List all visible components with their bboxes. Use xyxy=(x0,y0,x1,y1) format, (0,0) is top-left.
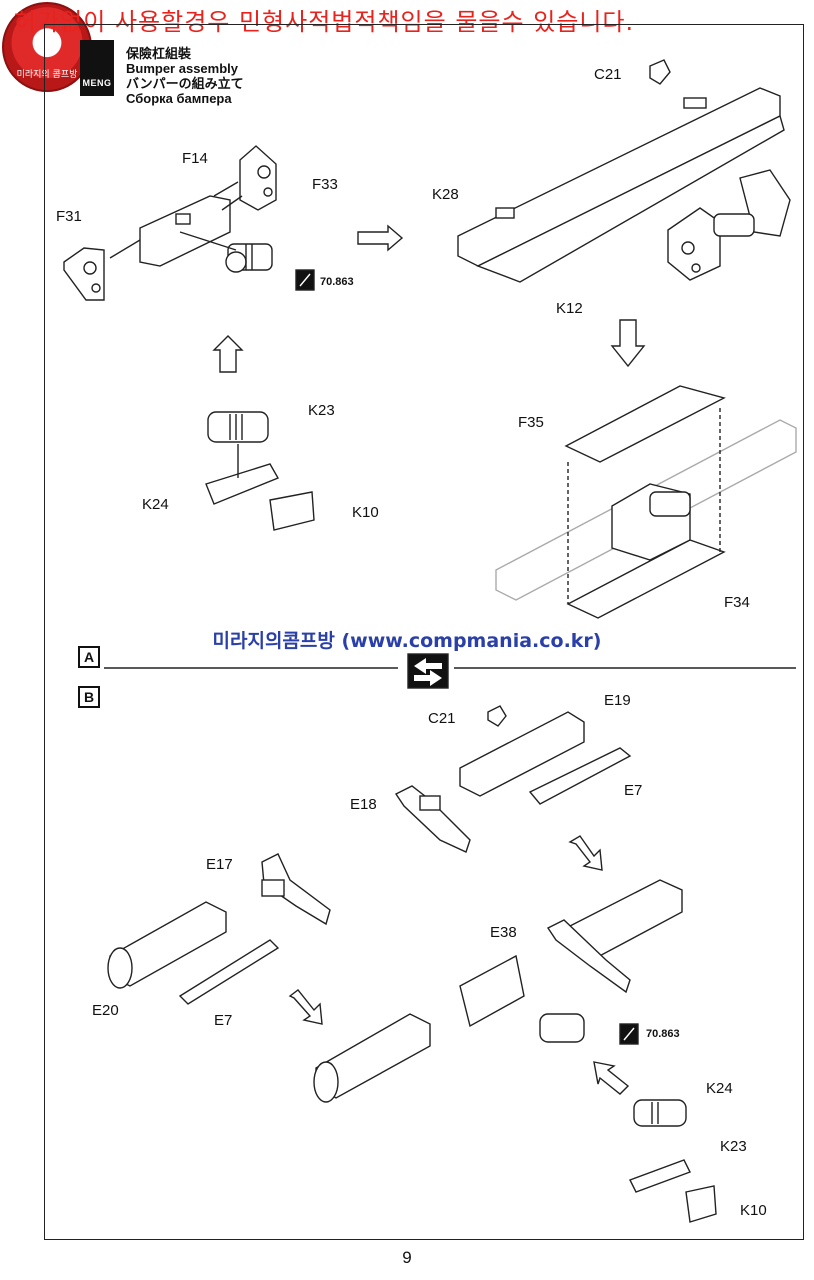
label-f33: F33 xyxy=(312,176,338,193)
label-k24-b: K24 xyxy=(706,1080,733,1097)
arrow-right-a xyxy=(357,224,404,252)
label-f34: F34 xyxy=(724,594,750,611)
arrow-down-b xyxy=(568,835,603,871)
page-frame xyxy=(44,24,804,1240)
compmania-logo: 미라지의 콤프방 xyxy=(2,2,92,92)
arrow-down-a xyxy=(610,319,646,368)
step-b-box: B xyxy=(78,686,100,708)
winch-sub-b xyxy=(629,1099,717,1223)
label-e17: E17 xyxy=(206,856,233,873)
bracket-f31 xyxy=(63,247,105,301)
copyright-watermark: 허가없이 사용할경우 민형사적법적책임을 물을수 있습니다. xyxy=(14,8,635,36)
arrow-up-b xyxy=(593,1061,630,1095)
label-k12: K12 xyxy=(556,300,583,317)
label-k28: K28 xyxy=(432,186,459,203)
label-e7-top: E7 xyxy=(624,782,643,799)
paint-icon-bottom xyxy=(619,1023,639,1045)
label-e19: E19 xyxy=(604,692,631,709)
housing-e20 xyxy=(107,901,280,1005)
arrow-diag-b xyxy=(288,989,323,1025)
assembly-e38 xyxy=(313,879,683,1103)
label-k23-b: K23 xyxy=(720,1138,747,1155)
arrow-up-a xyxy=(212,335,244,373)
label-k10-b: K10 xyxy=(740,1202,767,1219)
label-e7-left: E7 xyxy=(214,1012,233,1029)
brand-logo-box xyxy=(80,40,114,96)
brand-logo-text: MENG xyxy=(82,78,112,88)
label-e38: E38 xyxy=(490,924,517,941)
label-c21-a: C21 xyxy=(594,66,622,83)
paint-code-top: 70.863 xyxy=(320,276,354,288)
label-k10-a: K10 xyxy=(352,504,379,521)
winch-top xyxy=(225,243,273,273)
label-k24-a: K24 xyxy=(142,496,169,513)
title-ja: バンパーの組み立て xyxy=(126,76,244,91)
paint-icon-top xyxy=(295,269,315,291)
beam-k28 xyxy=(457,87,785,283)
bracket-right-top xyxy=(667,169,791,281)
section-title: 保險杠組裝 Bumper assembly バンパーの組み立て Сборка б… xyxy=(126,46,244,106)
frame-f34-f35 xyxy=(495,385,797,619)
winch-sub-a xyxy=(205,411,315,531)
c21-part-top xyxy=(649,59,671,85)
logo-text: 미라지의 콤프방 xyxy=(16,70,78,80)
c21-part-b xyxy=(487,705,507,727)
label-c21-b: C21 xyxy=(428,710,456,727)
label-e18: E18 xyxy=(350,796,377,813)
bracket-e17 xyxy=(261,853,331,926)
label-k23-a: K23 xyxy=(308,402,335,419)
paint-code-bottom: 70.863 xyxy=(646,1028,680,1040)
plate-f14 xyxy=(139,195,231,267)
label-f14: F14 xyxy=(182,150,208,167)
step-a-box: A xyxy=(78,646,100,668)
title-en: Bumper assembly xyxy=(126,61,238,76)
label-e20: E20 xyxy=(92,1002,119,1019)
label-f35: F35 xyxy=(518,414,544,431)
site-banner: 미라지의콤프방 (www.compmania.co.kr) xyxy=(212,630,602,652)
label-f31: F31 xyxy=(56,208,82,225)
direction-icon xyxy=(407,653,449,689)
bracket-f33 xyxy=(239,145,277,211)
housing-e19 xyxy=(459,711,632,805)
title-ru: Сборка бампера xyxy=(126,91,232,106)
bracket-e18 xyxy=(394,785,471,853)
page-number: 9 xyxy=(402,1248,412,1267)
title-zh: 保險杠組裝 xyxy=(126,46,192,61)
arrows-a1 xyxy=(109,181,243,259)
